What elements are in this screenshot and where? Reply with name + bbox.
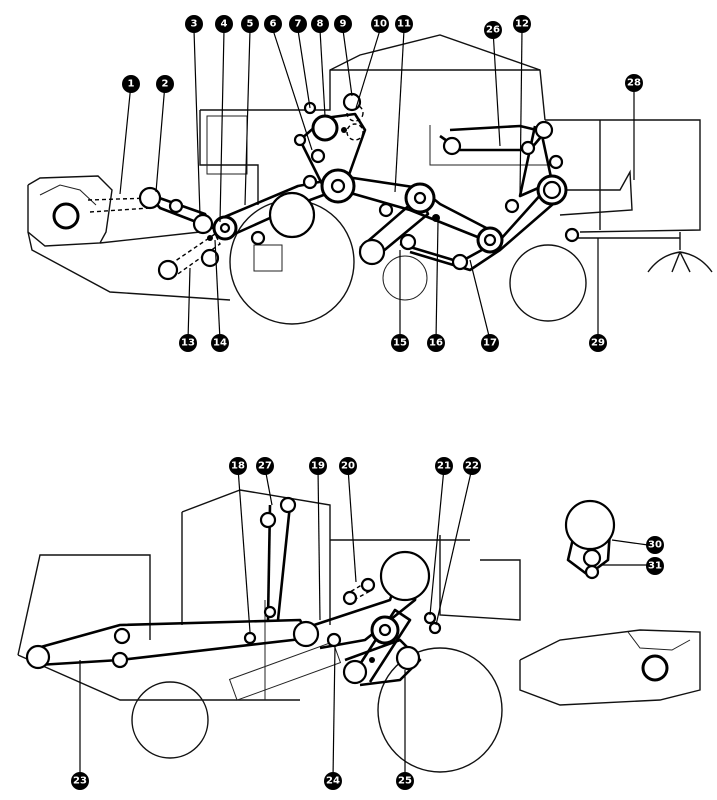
callout-28-label: 28 [627, 78, 641, 89]
callout-3-label: 3 [191, 19, 198, 30]
callout-2: 2 [156, 75, 174, 93]
front-wheel-bottom [377, 647, 503, 773]
callout-12-label: 12 [515, 19, 529, 30]
callout-21: 21 [435, 457, 453, 475]
callout-23: 23 [71, 772, 89, 790]
callout-25-label: 25 [398, 776, 412, 787]
callout-17: 17 [481, 334, 499, 352]
pulleys-bottom [25, 496, 616, 685]
callout-10-label: 10 [373, 19, 387, 30]
callout-8: 8 [311, 15, 329, 33]
reel-hub [52, 202, 80, 230]
combine-left-side-view [27, 34, 713, 325]
callout-25: 25 [396, 772, 414, 790]
combine-right-side-view [17, 489, 701, 773]
callout-6: 6 [264, 15, 282, 33]
callout-30: 30 [646, 536, 664, 554]
callout-16-label: 16 [429, 338, 443, 349]
callout-11-label: 11 [397, 19, 411, 30]
callout-2-label: 2 [162, 79, 169, 90]
callout-7-label: 7 [295, 19, 302, 30]
callout-12: 12 [513, 15, 531, 33]
callout-29: 29 [589, 334, 607, 352]
callout-15-label: 15 [393, 338, 407, 349]
callout-31-label: 31 [648, 561, 662, 572]
rear-wheel-bottom [131, 681, 209, 759]
callout-26-label: 26 [486, 25, 500, 36]
callout-14-label: 14 [213, 338, 227, 349]
callout-31: 31 [646, 557, 664, 575]
callout-29-label: 29 [591, 338, 605, 349]
callout-9-label: 9 [340, 19, 347, 30]
callout-18: 18 [229, 457, 247, 475]
combine-body-outline-bottom [17, 489, 701, 773]
callout-6-label: 6 [270, 19, 277, 30]
callout-19: 19 [309, 457, 327, 475]
callout-19-label: 19 [311, 461, 325, 472]
callout-3: 3 [185, 15, 203, 33]
callout-15: 15 [391, 334, 409, 352]
callout-23-label: 23 [73, 776, 87, 787]
callout-13: 13 [179, 334, 197, 352]
callout-17-label: 17 [483, 338, 497, 349]
callout-30-label: 30 [648, 540, 662, 551]
callout-11: 11 [395, 15, 413, 33]
callout-22: 22 [463, 457, 481, 475]
callout-20-label: 20 [341, 461, 355, 472]
reel-hub-bottom [641, 654, 669, 682]
callout-1: 1 [122, 75, 140, 93]
callout-8-label: 8 [317, 19, 324, 30]
callout-21-label: 21 [437, 461, 451, 472]
callout-10: 10 [371, 15, 389, 33]
callout-26: 26 [484, 21, 502, 39]
callout-1-label: 1 [128, 79, 135, 90]
callout-badges: 1 2 3 4 5 6 7 8 9 10 11 12 13 14 15 16 1… [71, 15, 664, 790]
callout-5: 5 [241, 15, 259, 33]
callout-leaders [79, 29, 649, 779]
callout-24: 24 [324, 772, 342, 790]
callout-27: 27 [256, 457, 274, 475]
callout-24-label: 24 [326, 776, 340, 787]
callout-7: 7 [289, 15, 307, 33]
callout-13-label: 13 [181, 338, 195, 349]
callout-22-label: 22 [465, 461, 479, 472]
callout-28: 28 [625, 74, 643, 92]
callout-16: 16 [427, 334, 445, 352]
callout-18-label: 18 [231, 461, 245, 472]
rear-wheel-top [509, 244, 587, 322]
callout-4-label: 4 [221, 19, 228, 30]
pulleys-top [138, 92, 580, 281]
callout-27-label: 27 [258, 461, 272, 472]
callout-14: 14 [211, 334, 229, 352]
callout-4: 4 [215, 15, 233, 33]
callout-9: 9 [334, 15, 352, 33]
callout-5-label: 5 [247, 19, 254, 30]
callout-20: 20 [339, 457, 357, 475]
